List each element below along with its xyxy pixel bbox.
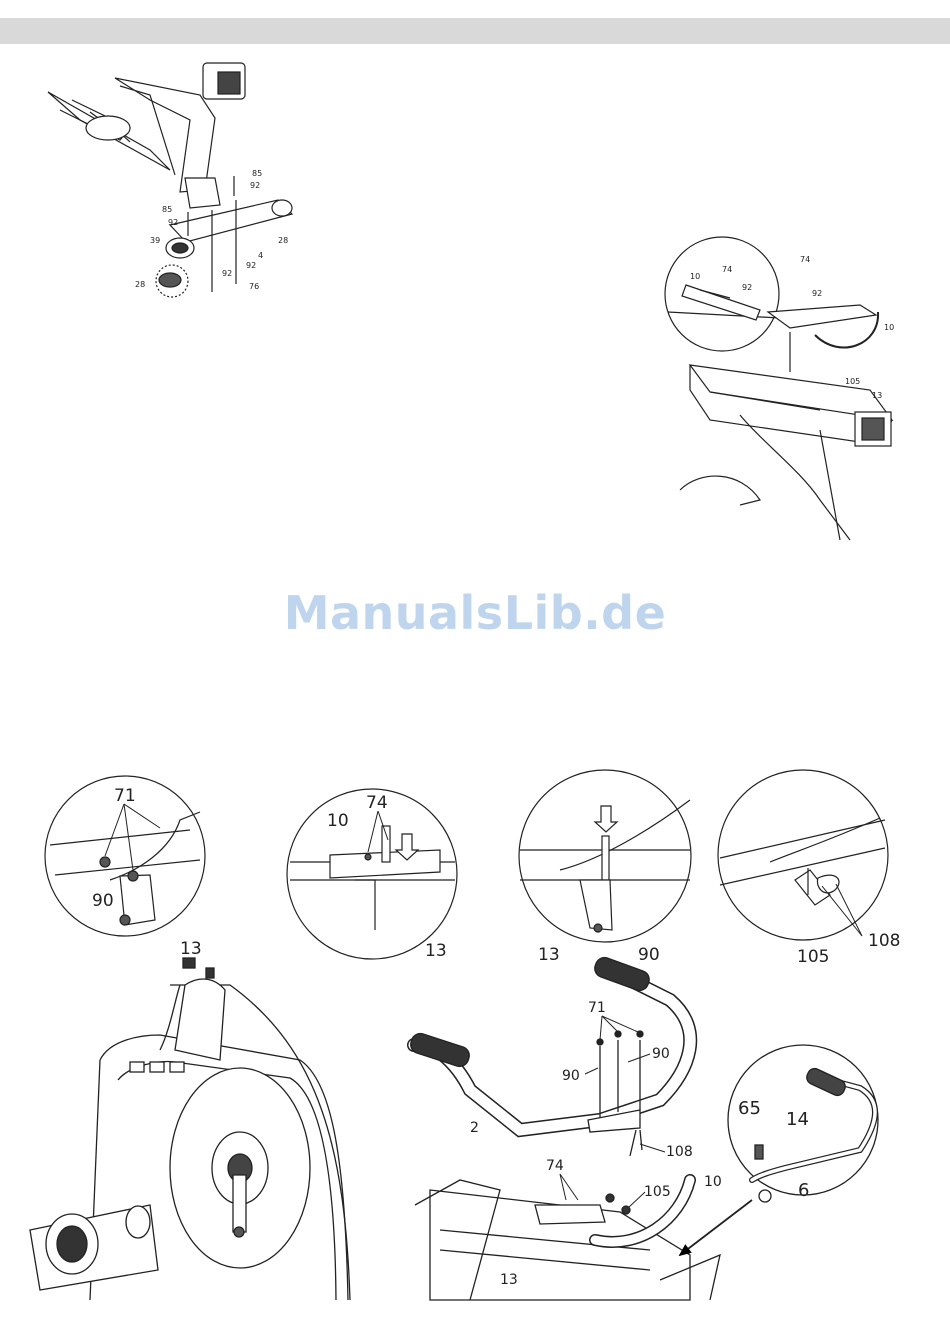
label-74-b: 74	[800, 255, 810, 264]
label-71: 71	[114, 786, 136, 806]
watermark-text: ManualsLib.de	[0, 586, 950, 640]
label-92-a: 92	[742, 283, 752, 292]
label-92-b: 92	[812, 289, 822, 298]
label-10-a: 10	[690, 272, 700, 281]
label-90-a: 90	[562, 1068, 580, 1084]
fig-handlebar	[408, 955, 720, 1300]
label-4: 4	[258, 251, 263, 260]
label-74-a: 74	[722, 265, 732, 274]
label-13: 13	[500, 1272, 518, 1288]
label-90-a: 90	[92, 891, 114, 911]
label-10: 10	[704, 1174, 722, 1190]
label-65: 65	[738, 1098, 761, 1119]
detail-circle-3	[519, 770, 691, 942]
label-74: 74	[546, 1158, 564, 1174]
label-13-c: 13	[538, 945, 560, 965]
label-92-b: 92	[168, 218, 178, 227]
label-92-c: 92	[222, 269, 232, 278]
label-90-b: 90	[638, 945, 660, 965]
label-92-a: 92	[250, 181, 260, 190]
label-105: 105	[644, 1184, 671, 1200]
label-10-b: 10	[884, 323, 894, 332]
label-10: 10	[327, 811, 349, 831]
label-28-a: 28	[278, 236, 288, 245]
label-71: 71	[588, 1000, 606, 1016]
detail-circle-2	[287, 789, 457, 959]
label-13-a: 13	[180, 939, 202, 959]
label-85-b: 85	[162, 205, 172, 214]
label-90-b: 90	[652, 1046, 670, 1062]
label-108: 108	[666, 1144, 693, 1160]
label-39: 39	[150, 236, 160, 245]
detail-circle-4	[718, 770, 888, 940]
fig-frame-body	[30, 958, 350, 1300]
label-14: 14	[786, 1109, 809, 1130]
label-76: 76	[249, 282, 259, 291]
label-28-b: 28	[135, 280, 145, 289]
label-2: 2	[470, 1120, 479, 1136]
label-74: 74	[366, 793, 388, 813]
label-13-b: 13	[425, 941, 447, 961]
label-108: 108	[868, 931, 900, 951]
label-92-d: 92	[246, 261, 256, 270]
label-6: 6	[798, 1180, 809, 1201]
label-85-a: 85	[252, 169, 262, 178]
fig-seat-mount	[665, 237, 892, 540]
label-13: 13	[872, 391, 882, 400]
label-105: 105	[797, 947, 829, 967]
label-105: 105	[845, 377, 860, 386]
fig-lever	[680, 1045, 878, 1255]
